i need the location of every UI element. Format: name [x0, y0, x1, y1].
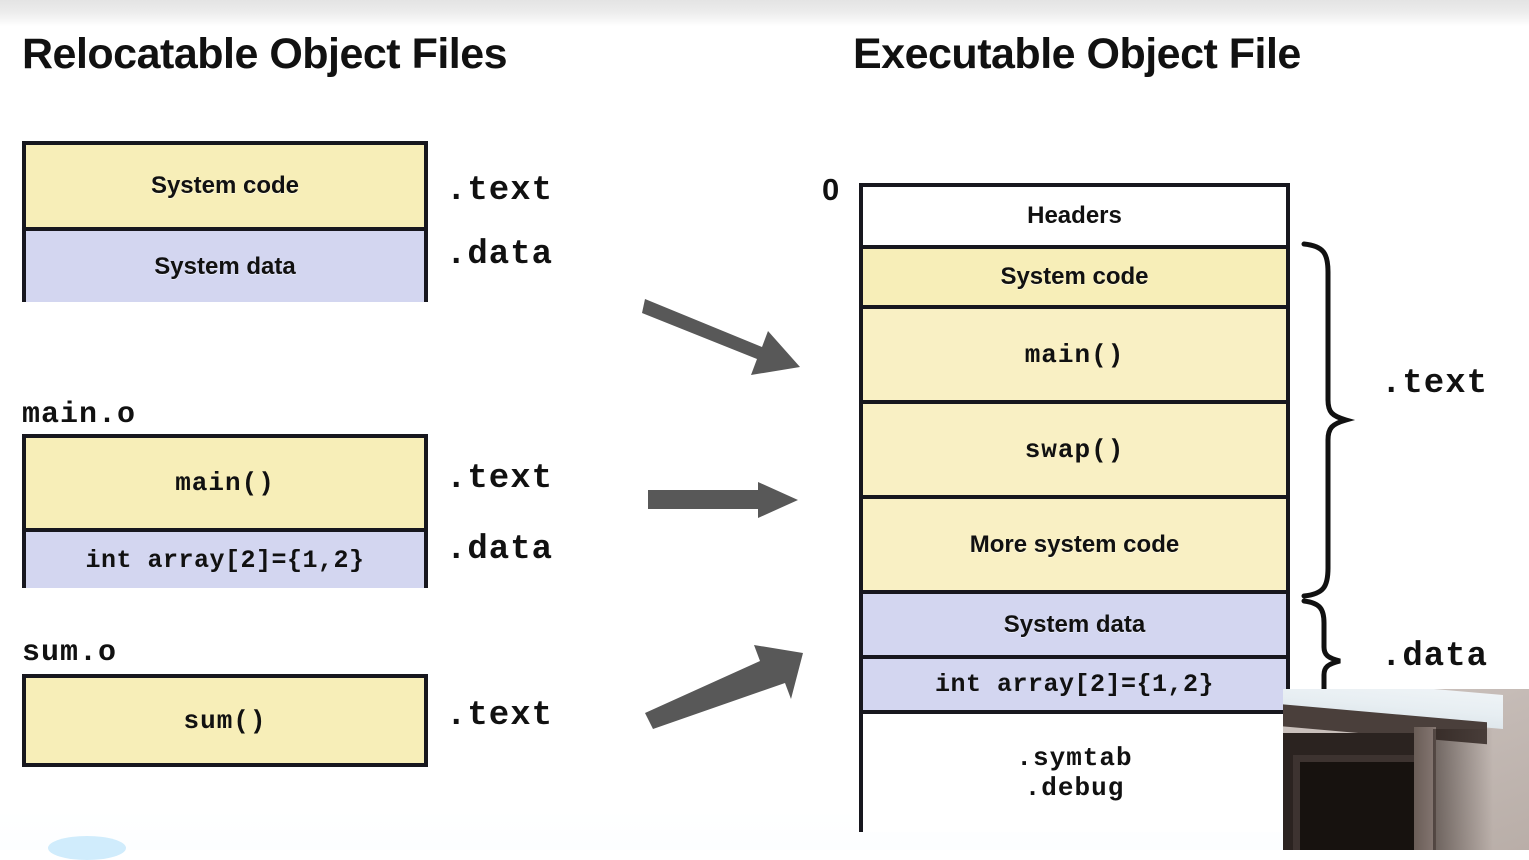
video-doorframe [1293, 755, 1420, 850]
segment-label: .debug [1024, 773, 1125, 803]
segment-label: int array[2]={1,2} [85, 545, 365, 575]
brace-label-text: .text [1381, 365, 1489, 403]
relocatable-box-main-o: main() int array[2]={1,2} [22, 434, 428, 588]
segment-headers: Headers [863, 187, 1286, 245]
segment-label: main() [1024, 339, 1125, 370]
segment-divider [863, 590, 1286, 594]
section-label-data: .data [446, 531, 554, 569]
segment-sum-text: sum() [26, 678, 424, 763]
relocatable-box-sum-o: sum() [22, 674, 428, 767]
segment-system-data: System data [26, 231, 424, 302]
arrow-sum-o-to-executable [645, 645, 803, 729]
segment-divider [863, 655, 1286, 659]
segment-label: sum() [183, 705, 267, 736]
segment-system-data: System data [863, 594, 1286, 655]
segment-label: .symtab [1016, 743, 1133, 773]
right-section-title: Executable Object File [853, 30, 1301, 78]
section-label-text: .text [446, 697, 554, 735]
segment-system-code: System code [863, 249, 1286, 305]
brace-text [1301, 241, 1356, 599]
segment-label: System code [1000, 263, 1149, 290]
segment-divider [863, 305, 1286, 309]
start-address-label: 0 [822, 172, 840, 207]
bottom-blue-accent [48, 836, 126, 860]
brace-label-data: .data [1381, 638, 1489, 676]
segment-divider [26, 227, 424, 231]
segment-system-code: System code [26, 145, 424, 227]
left-section-title: Relocatable Object Files [22, 30, 508, 78]
segment-swap: swap() [863, 404, 1286, 495]
segment-divider [26, 528, 424, 532]
segment-main-data: int array[2]={1,2} [26, 532, 424, 588]
section-label-text: .text [446, 172, 554, 210]
segment-symtab-debug: .symtab .debug [863, 714, 1286, 832]
lecture-video-overlay[interactable] [1283, 689, 1529, 850]
video-column [1414, 727, 1436, 850]
segment-main: main() [863, 309, 1286, 400]
file-label-sum-o: sum.o [22, 636, 118, 670]
segment-label: More system code [969, 530, 1180, 558]
segment-label: main() [175, 468, 275, 498]
segment-divider [863, 495, 1286, 499]
arrow-main-o-to-executable [648, 482, 798, 518]
segment-label: System data [1003, 610, 1146, 638]
section-label-data: .data [446, 236, 554, 274]
segment-divider [863, 245, 1286, 249]
executable-object-box: Headers System code main() swap() More s… [859, 183, 1290, 832]
video-shadow [1433, 729, 1493, 850]
relocatable-box-system: System code System data [22, 141, 428, 302]
file-label-main-o: main.o [22, 398, 137, 432]
segment-label: swap() [1024, 434, 1125, 465]
segment-divider [863, 710, 1286, 714]
section-label-text: .text [446, 460, 554, 498]
arrow-system-to-executable [642, 299, 800, 375]
segment-divider [863, 400, 1286, 404]
segment-label: System data [154, 252, 296, 280]
segment-int-array: int array[2]={1,2} [863, 659, 1286, 710]
segment-label: Headers [1027, 202, 1122, 229]
segment-label: System code [150, 172, 300, 199]
segment-main-text: main() [26, 438, 424, 528]
segment-label: int array[2]={1,2} [934, 670, 1215, 699]
segment-more-system-code: More system code [863, 499, 1286, 590]
slide-top-gradient [0, 0, 1529, 26]
